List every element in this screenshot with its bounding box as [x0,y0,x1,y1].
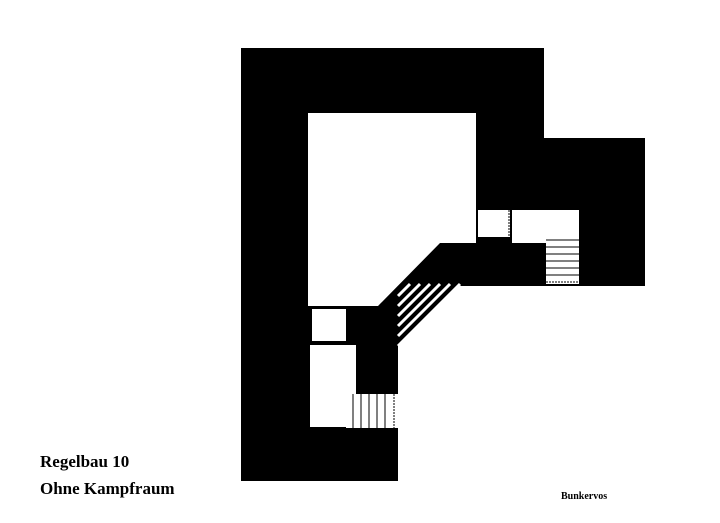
plan-title-line-2: Ohne Kampfraum [40,479,175,498]
credit-label: Bunkervos [561,491,608,502]
small-room [312,309,346,341]
bunker-wall-mass [241,48,645,481]
stair-area-right [546,233,579,284]
main-room [308,113,476,306]
stairs-bottom [352,394,395,428]
plan-title-line-1: Regelbau 10 [40,452,130,471]
stairs-diagonal [396,282,462,348]
connecting-passage [478,210,510,237]
stairs-right [546,239,579,283]
stair-area-bottom [346,394,398,428]
